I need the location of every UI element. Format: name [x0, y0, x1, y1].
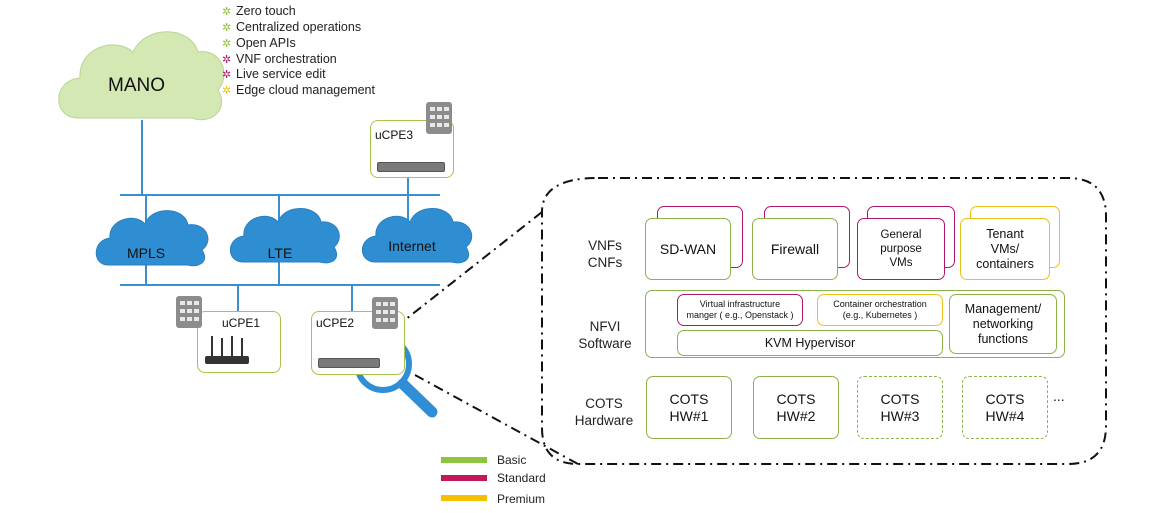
callout-connector-bottom — [414, 374, 579, 465]
legend-label-standard: Standard — [497, 471, 546, 485]
lte-cloud — [229, 208, 340, 264]
building-icon — [426, 102, 452, 134]
legend-label-premium: Premium — [497, 492, 546, 506]
nfvi-management[interactable]: Management/ networking functions — [949, 294, 1057, 354]
star-icon: ✲ — [222, 6, 232, 18]
feature-item: ✲ Centralized operations — [222, 20, 361, 36]
feature-item: ✲ Open APIs — [222, 36, 296, 52]
internet-cloud — [361, 208, 473, 264]
callout-connector-top — [381, 211, 543, 339]
vnf-tenant[interactable]: Tenant VMs/ containers — [960, 218, 1050, 280]
feature-label: Live service edit — [236, 67, 326, 81]
feature-item: ✲ Edge cloud management — [222, 83, 375, 99]
mpls-label: MPLS — [126, 245, 166, 261]
row-label-vnfs: VNFs CNFs — [587, 238, 623, 270]
row-label-nfvi: NFVI Software — [578, 319, 632, 351]
building-icon — [372, 297, 398, 329]
legend-swatch-premium — [441, 495, 487, 501]
nfvi-container-orchestration[interactable]: Container orchestration (e.g., Kubernete… — [817, 294, 943, 326]
vnf-general-purpose[interactable]: General purpose VMs — [857, 218, 945, 280]
building-icon — [176, 296, 202, 328]
star-icon: ✲ — [222, 22, 232, 34]
internet-label: Internet — [388, 238, 436, 254]
mpls-cloud — [95, 210, 209, 267]
star-icon: ✲ — [222, 38, 232, 50]
nfvi-kvm-hypervisor[interactable]: KVM Hypervisor — [677, 330, 943, 356]
cots-hw4[interactable]: COTS HW#4 — [962, 376, 1048, 439]
vnf-firewall[interactable]: Firewall — [752, 218, 838, 280]
feature-item: ✲ VNF orchestration — [222, 52, 337, 68]
lte-label: LTE — [267, 245, 293, 261]
mano-label: MANO — [108, 75, 165, 96]
feature-item: ✲ Live service edit — [222, 67, 326, 83]
star-icon: ✲ — [222, 69, 232, 81]
rack-server-icon — [318, 358, 380, 368]
mano-cloud — [58, 31, 225, 121]
legend-label-basic: Basic — [497, 453, 527, 467]
zoom-callout-frame — [541, 177, 1107, 465]
ucpe2-label: uCPE2 — [316, 316, 355, 330]
vnf-sdwan[interactable]: SD-WAN — [645, 218, 731, 280]
cots-hw2[interactable]: COTS HW#2 — [753, 376, 839, 439]
star-icon: ✲ — [222, 54, 232, 66]
feature-label: Edge cloud management — [236, 83, 375, 97]
router-icon — [205, 336, 249, 364]
feature-label: Zero touch — [236, 4, 296, 18]
nfvi-vim[interactable]: Virtual infrastructure manger ( e.g., Op… — [677, 294, 803, 326]
feature-label: VNF orchestration — [236, 52, 337, 66]
ucpe3-label: uCPE3 — [375, 128, 414, 142]
ucpe1-label: uCPE1 — [222, 316, 261, 330]
rack-server-icon — [377, 162, 445, 172]
feature-label: Open APIs — [236, 36, 296, 50]
legend-swatch-standard — [441, 475, 487, 481]
cots-hw3[interactable]: COTS HW#3 — [857, 376, 943, 439]
legend-swatch-basic — [441, 457, 487, 463]
cots-ellipsis: ... — [1053, 388, 1065, 404]
feature-item: ✲ Zero touch — [222, 4, 296, 20]
feature-label: Centralized operations — [236, 20, 362, 34]
cots-hw1[interactable]: COTS HW#1 — [646, 376, 732, 439]
star-icon: ✲ — [222, 85, 232, 97]
row-label-cots: COTS Hardware — [574, 396, 634, 428]
